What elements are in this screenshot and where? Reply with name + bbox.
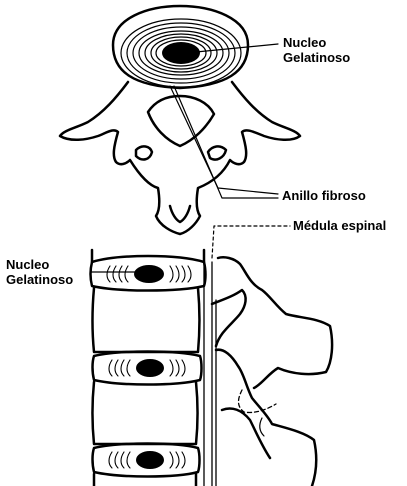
disc-3 — [93, 444, 200, 477]
spinous-process — [170, 206, 190, 222]
leader-anillo-a — [170, 86, 278, 194]
nucleus-side-3 — [136, 451, 164, 469]
vertebral-body-2 — [93, 288, 200, 352]
posterior-element-2 — [212, 290, 246, 346]
posterior-element-3 — [216, 350, 316, 486]
facet-left — [136, 146, 152, 159]
posterior-element-4 — [222, 408, 270, 458]
vertebral-body-3 — [93, 382, 198, 444]
nucleus-pulposus-top — [162, 42, 200, 64]
vertebral-arch — [60, 82, 300, 234]
label-nucleus-top-line2: Gelatinoso — [283, 50, 350, 65]
facet-joint-dashed — [239, 390, 277, 413]
vertebra-top-view — [60, 6, 300, 234]
label-nucleus-side: Nucleo Gelatinoso — [6, 257, 73, 287]
label-nucleus-top-line1: Nucleo — [283, 35, 350, 50]
label-spinal-cord: Médula espinal — [293, 218, 386, 233]
spine-side-view — [91, 250, 333, 486]
posterior-element-1 — [218, 257, 332, 388]
facet-right — [208, 146, 226, 159]
label-nucleus-side-line2: Gelatinoso — [6, 272, 73, 287]
facet-line — [260, 418, 264, 436]
label-annulus: Anillo fibroso — [282, 188, 366, 203]
leader-nucleo-top — [196, 44, 278, 52]
nucleus-side-2 — [136, 359, 164, 377]
nucleus-side-1 — [134, 265, 164, 283]
disc-2 — [93, 352, 202, 385]
label-nucleus-top: Nucleo Gelatinoso — [283, 35, 350, 65]
leader-medula — [212, 226, 290, 258]
disc-1 — [91, 256, 206, 291]
spinal-cord — [204, 262, 216, 486]
label-nucleus-side-line1: Nucleo — [6, 257, 73, 272]
